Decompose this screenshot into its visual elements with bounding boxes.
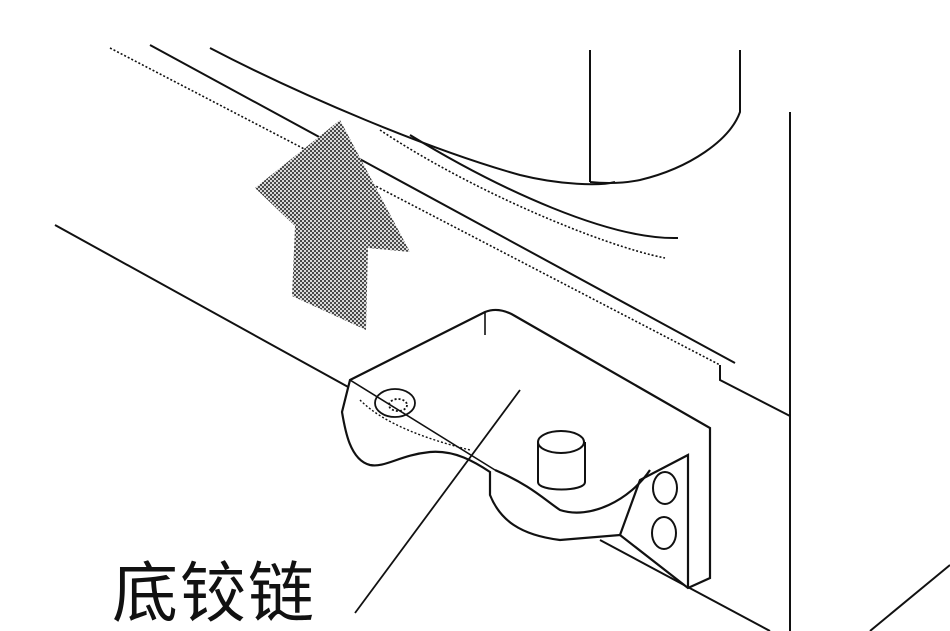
callout-leader — [354, 389, 521, 614]
cabinet-frame — [589, 50, 950, 631]
bottom-hinge — [340, 308, 712, 590]
mounting-hole-icon — [374, 388, 416, 418]
hinge-pin-icon — [537, 430, 586, 491]
screw-icons — [651, 471, 678, 550]
hinge-label: 底铰链 — [112, 555, 316, 631]
door-edges — [109, 44, 736, 366]
up-arrow-icon — [255, 120, 410, 330]
